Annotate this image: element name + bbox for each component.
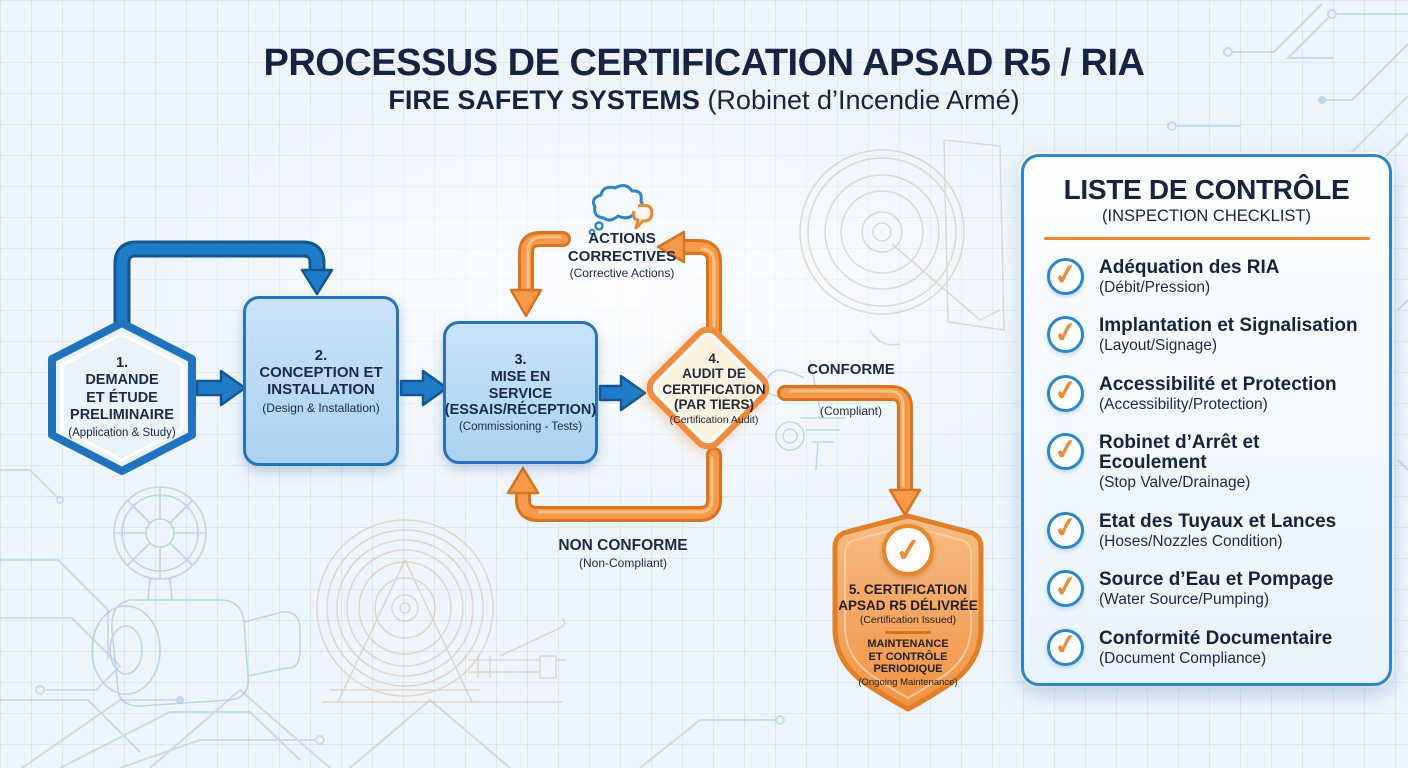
checklist-item-sub: (Hoses/Nozzles Condition) xyxy=(1099,532,1283,550)
checklist-item-conformite: ✓ Conformité Documentaire (Document Comp… xyxy=(1024,627,1389,668)
checklist-item-sub: (Débit/Pression) xyxy=(1099,278,1211,296)
checklist-item-name: Robinet d’Arrêt et Ecoulement xyxy=(1099,432,1260,474)
step-5-maintenance: MAINTENANCE ET CONTRÔLE PERIODIQUE xyxy=(867,638,949,676)
hose-reel-sketch-top xyxy=(799,139,1005,346)
page-title: PROCESSUS DE CERTIFICATION APSAD R5 / RI… xyxy=(263,42,1145,84)
actions-correctives-label: ACTIONS CORRECTIVES (Corrective Actions) xyxy=(538,230,706,280)
step-5-maintenance-subtitle: (Ongoing Maintenance) xyxy=(858,676,958,688)
valve-sketch xyxy=(91,486,301,707)
checklist-item-name: Adéquation des RIA xyxy=(1099,257,1280,278)
step-2-subtitle: (Design & Installation) xyxy=(262,401,380,416)
shield-divider xyxy=(885,631,931,635)
step-2-title: 2. CONCEPTION ET INSTALLATION xyxy=(259,346,383,399)
check-circle-icon: ✓ xyxy=(1047,569,1084,608)
step-2-box: 2. CONCEPTION ET INSTALLATION (Design & … xyxy=(243,296,399,466)
checklist-item-adequation: ✓ Adéquation des RIA (Débit/Pression) xyxy=(1024,257,1389,297)
arrow-step1-to-step2-top xyxy=(113,240,334,339)
step-1-hexagon: 1. DEMANDE ET ÉTUDE PRELIMINAIRE (Applic… xyxy=(47,318,197,476)
step-1-subtitle: (Application & Study) xyxy=(68,426,176,439)
checklist-item-name: Conformité Documentaire xyxy=(1099,627,1333,649)
hose-reel-coil-sketch xyxy=(316,519,566,703)
check-circle-icon: ✓ xyxy=(1047,628,1084,666)
check-circle-icon: ✓ xyxy=(1047,511,1084,549)
actions-correctives-subtitle: (Corrective Actions) xyxy=(569,266,675,281)
check-circle-icon: ✓ xyxy=(1047,432,1084,471)
step-4-subtitle: (Certification Audit) xyxy=(669,413,759,426)
checklist-item-name: Accessibilité et Protection xyxy=(1099,373,1337,395)
step-5-subtitle: (Certification Issued) xyxy=(859,614,957,627)
pipe-conforme-to-shield xyxy=(777,385,922,517)
actions-correctives-title: ACTIONS CORRECTIVES xyxy=(567,230,677,265)
checklist-item-tuyaux: ✓ Etat des Tuyaux et Lances (Hoses/Nozzl… xyxy=(1024,510,1389,551)
arrow-step2-to-step3 xyxy=(399,369,449,407)
checklist-item-name: Implantation et Signalisation xyxy=(1099,315,1358,337)
step-4-title: 4. AUDIT DE CERTIFICATION (PAR TIERS) xyxy=(662,351,766,413)
page-subtitle: FIRE SAFETY SYSTEMS (Robinet d’Incendie … xyxy=(0,85,1408,116)
circuit-traces-bottom-left xyxy=(0,469,785,768)
conforme-label: CONFORME xyxy=(807,361,895,378)
check-circle-icon: ✓ xyxy=(1047,315,1084,354)
step-5-title: 5. CERTIFICATION APSAD R5 DÉLIVRÉE xyxy=(838,582,978,613)
checklist-item-sub: (Water Source/Pumping) xyxy=(1099,591,1269,609)
non-conforme-label: NON CONFORME (Non-Compliant) xyxy=(543,537,703,570)
compliant-label: (Compliant) xyxy=(819,404,882,418)
checklist-item-source-eau: ✓ Source d’Eau et Pompage (Water Source/… xyxy=(1024,569,1389,609)
pipe-step4-to-actions xyxy=(656,230,722,338)
checklist-subtitle: (INSPECTION CHECKLIST) xyxy=(1101,207,1312,225)
checklist-divider xyxy=(1043,237,1370,240)
checklist-item-sub: (Stop Valve/Drainage) xyxy=(1099,474,1251,492)
hexagon-shape xyxy=(48,319,196,475)
page-subtitle-bold: FIRE SAFETY SYSTEMS xyxy=(388,85,700,115)
step-4-text: 4. AUDIT DE CERTIFICATION (PAR TIERS) (C… xyxy=(634,351,794,426)
arrow-step1-to-step2 xyxy=(195,369,247,407)
pipe-nonconforme-loop xyxy=(506,447,722,522)
page-subtitle-plain: (Robinet d’Incendie Armé) xyxy=(699,85,1020,115)
checklist-item-sub: (Accessibility/Protection) xyxy=(1099,395,1268,413)
non-conforme-title: NON CONFORME xyxy=(558,537,688,554)
checklist-item-accessibilite: ✓ Accessibilité et Protection (Accessibi… xyxy=(1024,373,1389,414)
checklist-item-name: Source d’Eau et Pompage xyxy=(1099,569,1334,591)
checklist-item-sub: (Document Compliance) xyxy=(1099,649,1267,667)
thought-cloud-icon xyxy=(588,180,660,236)
shield-shape xyxy=(832,513,984,712)
step-3-box: 3. MISE EN SERVICE (ESSAIS/RÉCEPTION) (C… xyxy=(443,321,598,464)
inspection-checklist-panel: LISTE DE CONTRÔLE (INSPECTION CHECKLIST)… xyxy=(1021,154,1392,686)
step-1-title: 1. DEMANDE ET ÉTUDE PRELIMINAIRE xyxy=(70,355,174,423)
checklist-item-robinet: ✓ Robinet d’Arrêt et Ecoulement (Stop Va… xyxy=(1024,432,1389,492)
checklist-item-implantation: ✓ Implantation et Signalisation (Layout/… xyxy=(1024,315,1389,355)
arrow-step3-to-step4 xyxy=(598,374,647,412)
non-conforme-subtitle: (Non-Compliant) xyxy=(578,556,668,570)
step-3-title: 3. MISE EN SERVICE (ESSAIS/RÉCEPTION) xyxy=(444,352,597,419)
checklist-item-name: Etat des Tuyaux et Lances xyxy=(1099,510,1337,532)
pipe-actions-to-step3 xyxy=(509,231,571,318)
step-3-subtitle: (Commissioning - Tests) xyxy=(458,420,583,433)
step-5-shield: ✓ 5. CERTIFICATION APSAD R5 DÉLIVRÉE (Ce… xyxy=(829,512,987,714)
shield-check-icon: ✓ xyxy=(882,524,934,576)
checklist-title: LISTE DE CONTRÔLE xyxy=(1063,174,1350,205)
check-circle-icon: ✓ xyxy=(1047,257,1084,295)
checklist-item-sub: (Layout/Signage) xyxy=(1099,337,1218,355)
check-circle-icon: ✓ xyxy=(1047,374,1084,412)
